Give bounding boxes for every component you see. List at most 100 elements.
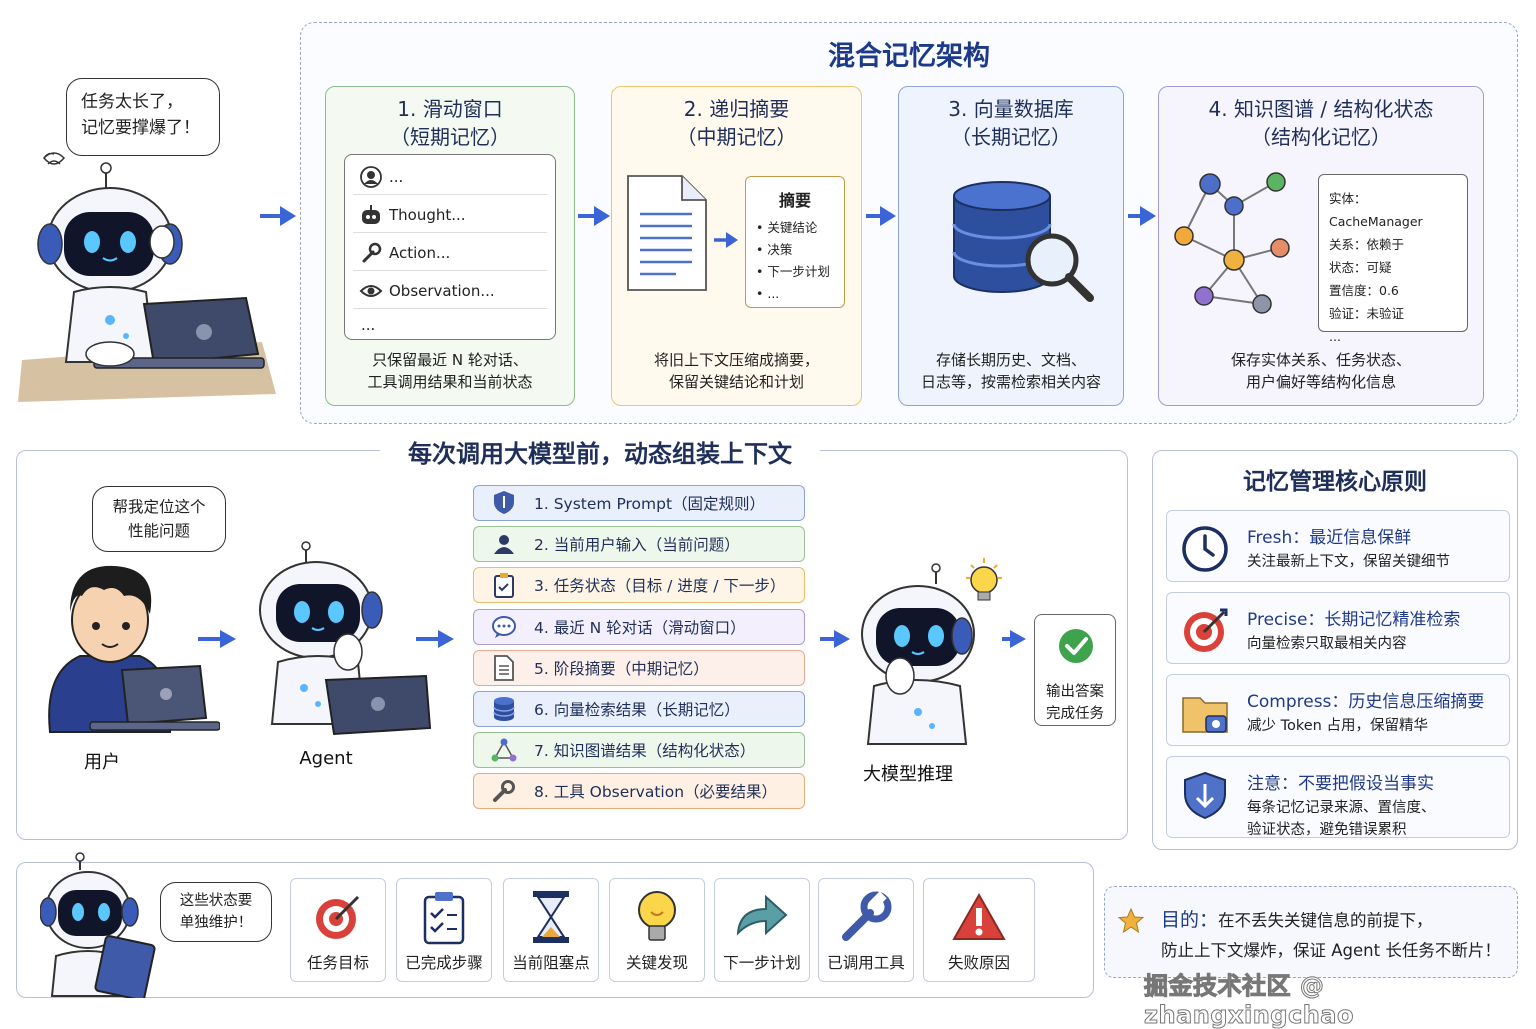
arrow-right-icon	[715, 887, 809, 947]
list-item: • 关键结论	[756, 220, 818, 235]
principle-fresh: Fresh：最近信息保鲜 关注最新上下文，保留关键细节	[1166, 510, 1510, 582]
principle-compress: Compress：历史信息压缩摘要 减少 Token 占用，保留精华	[1166, 674, 1510, 746]
clock-icon	[1177, 521, 1233, 577]
state-tools-called: 已调用工具	[818, 878, 914, 982]
agent-label: Agent	[299, 748, 353, 769]
card-subtitle: （结构化记忆）	[1251, 125, 1391, 149]
user-icon	[353, 165, 389, 189]
card-title: 2. 递归摘要	[683, 97, 790, 121]
card-title: 1. 滑动窗口	[397, 97, 503, 121]
list-item: ...	[353, 159, 547, 195]
list-item: • 决策	[756, 242, 793, 257]
card-subtitle: （长期记忆）	[951, 125, 1071, 149]
context-step-label: 1. System Prompt（固定规则）	[534, 495, 766, 513]
user-avatar	[48, 565, 220, 733]
list-item: Action...	[353, 235, 547, 271]
structured-state-box: 实体：CacheManager 关系：依赖于 状态：可疑 置信度：0.6 验证：…	[1318, 174, 1468, 344]
context-assembly-title: 每次调用大模型前，动态组装上下文	[380, 434, 820, 469]
arrow-icon	[866, 206, 896, 226]
llm-label: 大模型推理	[863, 764, 953, 785]
shield-icon	[474, 490, 534, 516]
context-step: 4. 最近 N 轮对话（滑动窗口）	[473, 608, 805, 645]
context-step: 6. 向量检索结果（长期记忆）	[473, 691, 805, 727]
watermark: 掘金技术社区 @ zhangxingchao	[1144, 972, 1354, 1029]
wrench-icon	[353, 241, 389, 265]
recursive-summary-card: 2. 递归摘要 （中期记忆） 将旧上下文压缩成摘要， 保留关键结论和计划	[611, 86, 862, 406]
summary-box: 摘要 • 关键结论 • 决策 • 下一步计划 • ...	[745, 176, 845, 308]
context-step: 1. System Prompt（固定规则）	[473, 485, 805, 521]
lightbulb-icon	[610, 887, 704, 947]
state-next-plan: 下一步计划	[714, 878, 810, 982]
robot-icon	[353, 203, 389, 227]
database-icon	[952, 181, 1094, 302]
user-icon	[474, 532, 534, 556]
clipboard-check-icon	[397, 887, 491, 947]
state-key-findings: 关键发现	[609, 878, 705, 982]
agent-robot-illustration	[259, 541, 432, 736]
context-step: 5. 阶段摘要（中期记忆）	[473, 649, 805, 686]
robot-clipboard-illustration	[40, 852, 156, 998]
graph-icon	[474, 738, 534, 762]
arrow-icon	[260, 206, 296, 226]
document-icon	[474, 654, 534, 681]
wrench-icon	[819, 887, 913, 947]
folder-icon	[1177, 685, 1233, 741]
context-step-label: 8. 工具 Observation（必要结果）	[534, 783, 778, 802]
goal-box: 目的：在不丢失关键信息的前提下， 防止上下文爆炸，保证 Agent 长任务不断片…	[1104, 886, 1518, 978]
state-task-goal: 任务目标	[290, 878, 386, 982]
context-step-label: 3. 任务状态（目标 / 进度 / 下一步）	[534, 577, 786, 596]
context-step: 8. 工具 Observation（必要结果）	[473, 773, 805, 810]
card-title: 3. 向量数据库	[948, 97, 1074, 121]
chat-icon	[474, 615, 534, 639]
list-item: Thought...	[353, 197, 547, 233]
star-icon	[1117, 907, 1145, 934]
hybrid-memory-title: 混合记忆架构	[828, 41, 990, 72]
robot-speech-bubble: 这些状态要 单独维护！	[160, 882, 272, 942]
context-step: 3. 任务状态（目标 / 进度 / 下一步）	[473, 567, 805, 604]
check-circle-icon	[1059, 629, 1093, 663]
target-icon	[291, 887, 385, 947]
context-step: 2. 当前用户输入（当前问题）	[473, 526, 805, 563]
goal-label: 目的：	[1161, 909, 1219, 931]
principle-caution: 注意：不要把假设当事实 每条记忆记录来源、置信度、 验证状态，避免错误累积	[1166, 756, 1510, 838]
clipboard-icon	[474, 572, 534, 599]
card-title: 4. 知识图谱 / 结构化状态	[1208, 97, 1434, 121]
context-step-label: 5. 阶段摘要（中期记忆）	[534, 659, 709, 678]
hourglass-icon	[504, 887, 598, 947]
eye-icon	[353, 279, 389, 303]
warning-icon	[924, 887, 1034, 947]
state-blocker: 当前阻塞点	[503, 878, 599, 982]
arrow-icon	[1002, 630, 1026, 648]
state-failure-reason: 失败原因	[923, 878, 1035, 982]
lightbulb-icon	[966, 558, 1002, 601]
card-subtitle: （短期记忆）	[390, 125, 510, 149]
context-step-label: 6. 向量检索结果（长期记忆）	[534, 701, 740, 719]
arrow-icon	[820, 630, 850, 648]
list-item: • 下一步计划	[756, 264, 830, 279]
arrow-icon	[198, 630, 236, 648]
database-icon	[474, 696, 534, 722]
principles-title: 记忆管理核心原则	[1243, 469, 1427, 495]
list-item: Observation...	[353, 273, 547, 309]
arrow-icon	[578, 206, 610, 226]
list-item: ...	[361, 316, 376, 334]
user-label: 用户	[84, 752, 120, 773]
context-step: 7. 知识图谱结果（结构化状态）	[473, 732, 805, 769]
llm-robot-illustration	[861, 558, 1002, 745]
user-speech-bubble: 帮我定位这个 性能问题	[92, 486, 226, 552]
shield-icon	[1177, 767, 1233, 823]
arrow-icon	[714, 232, 738, 248]
principles-frame	[1152, 450, 1518, 850]
arrow-icon	[1128, 206, 1156, 226]
output-box: 输出答案 完成任务	[1034, 614, 1116, 726]
state-completed-steps: 已完成步骤	[396, 878, 492, 982]
context-step-label: 2. 当前用户输入（当前问题）	[534, 536, 740, 555]
list-item: • ...	[756, 286, 780, 301]
wrench-icon	[474, 779, 534, 803]
document-icon	[627, 175, 707, 291]
context-step-label: 7. 知识图谱结果（结构化状态）	[534, 742, 756, 761]
target-icon	[1177, 603, 1233, 659]
principle-precise: Precise：长期记忆精准检索 向量检索只取最相关内容	[1166, 592, 1510, 664]
arrow-icon	[416, 630, 454, 648]
graph-icon	[1174, 172, 1290, 314]
